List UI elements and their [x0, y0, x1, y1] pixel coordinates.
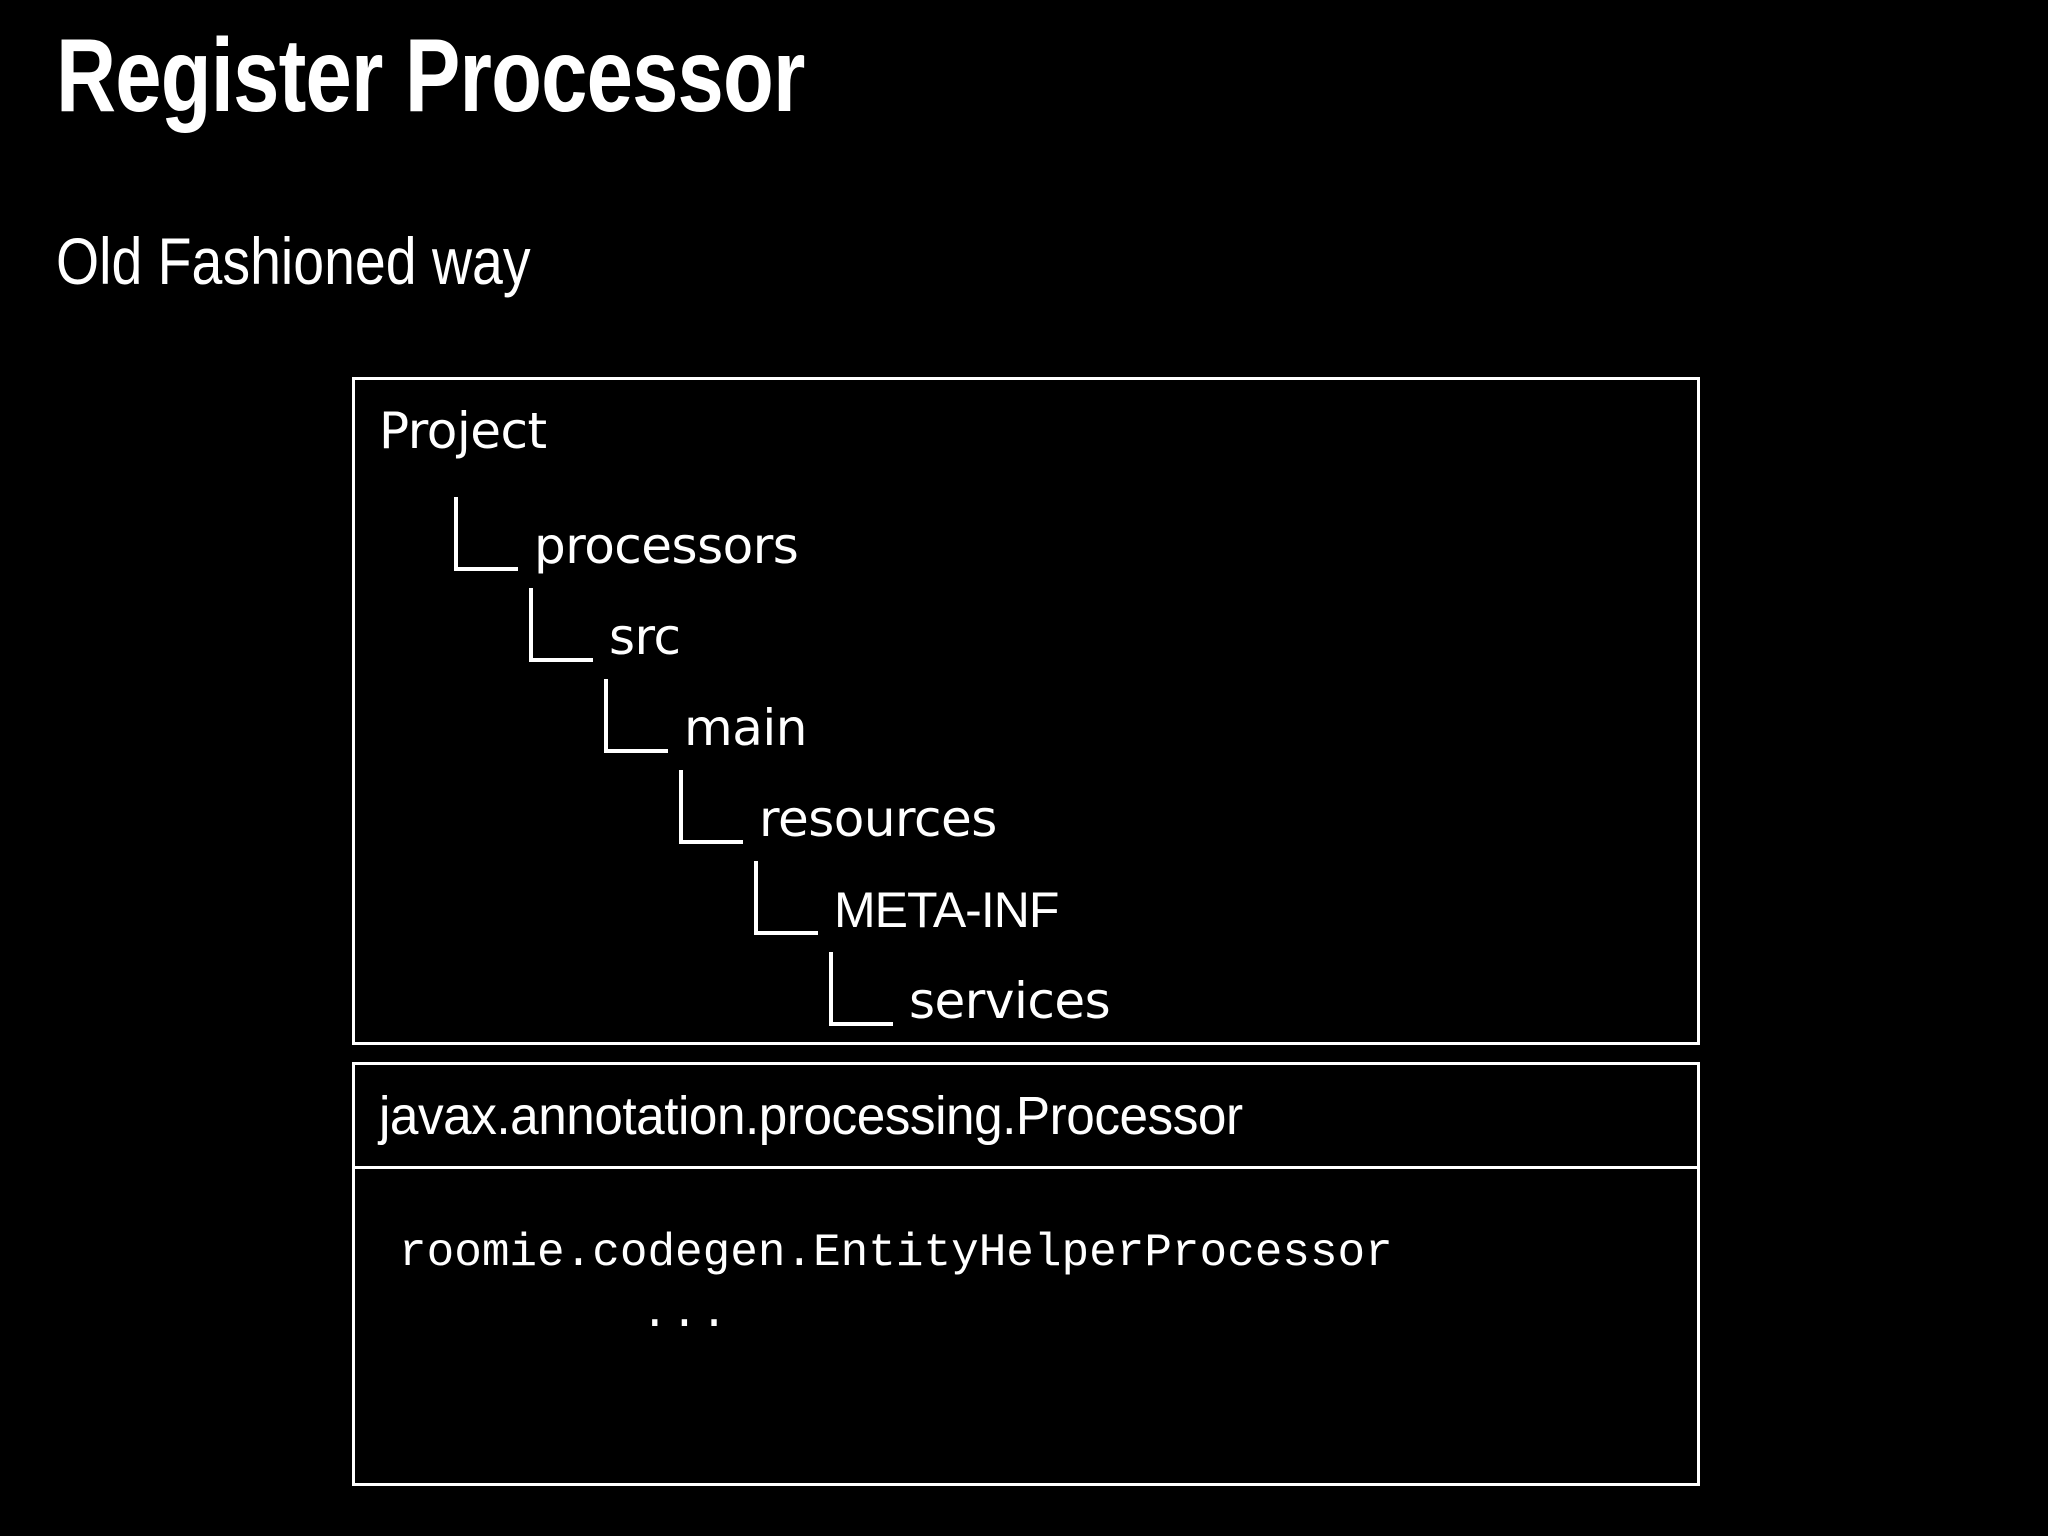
page-title: Register Processor [56, 18, 805, 134]
service-file-line: roomie.codegen.EntityHelperProcessor [399, 1227, 1393, 1279]
tree-node-label: src [609, 608, 681, 666]
service-file-contents: roomie.codegen.EntityHelperProcessor... [355, 1169, 1697, 1344]
service-file-name-row: javax.annotation.processing.Processor [355, 1065, 1697, 1169]
service-file-panel: javax.annotation.processing.Processor ro… [352, 1062, 1700, 1486]
tree-elbow-icon [754, 861, 818, 935]
tree-node-meta-inf: META-INF [754, 861, 1059, 938]
tree-elbow-icon [679, 770, 743, 844]
tree-node-label: Project [379, 402, 547, 460]
page-subtitle: Old Fashioned way [56, 224, 531, 298]
tree-node-services: services [829, 952, 1111, 1030]
tree-elbow-icon [829, 952, 893, 1026]
tree-node-processors: processors [454, 497, 799, 575]
tree-node-src: src [529, 588, 681, 662]
tree-node-resources: resources [679, 770, 997, 844]
tree-elbow-icon [604, 679, 668, 753]
tree-elbow-icon [454, 497, 518, 571]
service-file-line: ... [641, 1287, 730, 1340]
tree-node-label: processors [534, 517, 799, 575]
tree-elbow-icon [529, 588, 593, 662]
tree-node-label: resources [759, 790, 997, 848]
tree-node-label: META-INF [834, 882, 1059, 938]
service-file-name: javax.annotation.processing.Processor [379, 1085, 1243, 1146]
tree-node-main: main [604, 679, 807, 753]
tree-node-project: Project [379, 406, 547, 456]
tree-node-label: main [684, 699, 807, 757]
tree-node-label: services [909, 972, 1111, 1030]
